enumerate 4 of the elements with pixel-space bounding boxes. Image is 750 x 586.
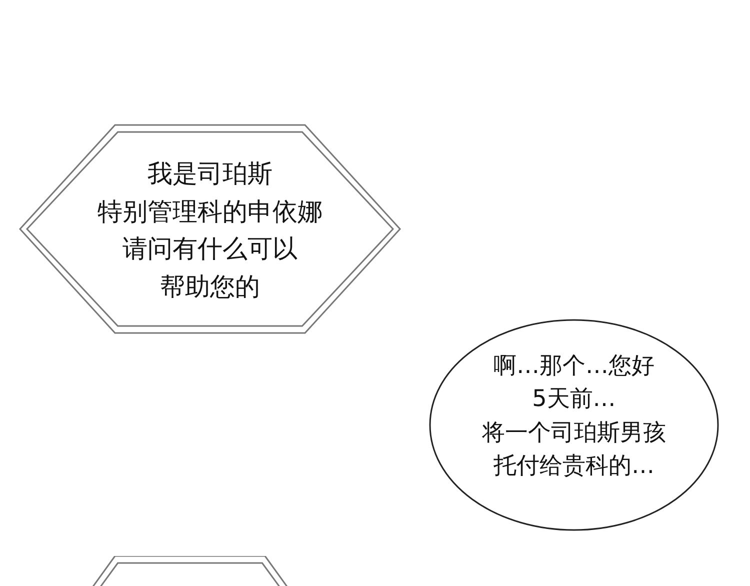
speech-text: 啊…那个…您好5天前…将一个司珀斯男孩托付给贵科的… <box>481 352 667 482</box>
speech-text: 我是司珀斯特别管理科的申依娜请问有什么可以帮助您的 <box>96 158 324 302</box>
hexagon-speech-bubble <box>20 125 400 333</box>
speech-bubble <box>430 320 718 530</box>
